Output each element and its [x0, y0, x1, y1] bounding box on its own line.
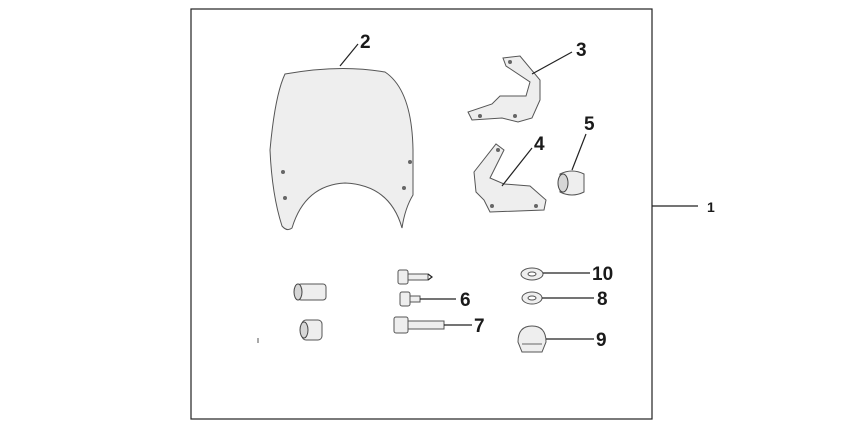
small-washer-part[interactable]	[521, 291, 543, 305]
leader-5	[571, 133, 587, 171]
callout-6[interactable]: 6	[460, 290, 471, 311]
callout-8[interactable]: 8	[597, 289, 608, 310]
short-bolt-part[interactable]	[397, 269, 433, 285]
grommet-part[interactable]	[557, 170, 585, 196]
leader-3	[531, 51, 573, 75]
lower-stay-part[interactable]	[473, 143, 547, 213]
upper-stay-part[interactable]	[467, 55, 541, 123]
callout-7[interactable]: 7	[474, 316, 485, 337]
leader-4	[501, 147, 533, 187]
leader-2	[339, 43, 359, 67]
callout-10[interactable]: 10	[592, 264, 613, 285]
bush-part[interactable]	[299, 319, 323, 341]
diagram-frame	[190, 8, 653, 420]
collar-part[interactable]	[293, 283, 327, 301]
long-bolt-part[interactable]	[393, 316, 445, 334]
callout-2[interactable]: 2	[360, 32, 371, 53]
callout-4[interactable]: 4	[534, 134, 545, 155]
callout-5[interactable]: 5	[584, 114, 595, 135]
callout-9[interactable]: 9	[596, 330, 607, 351]
cap-nut-part[interactable]	[517, 325, 547, 353]
callout-1[interactable]: 1	[707, 199, 715, 215]
callout-3[interactable]: 3	[576, 40, 587, 61]
windscreen-part[interactable]	[269, 67, 414, 231]
collar-bolt-part[interactable]	[399, 291, 421, 307]
washer-part[interactable]	[520, 267, 544, 281]
